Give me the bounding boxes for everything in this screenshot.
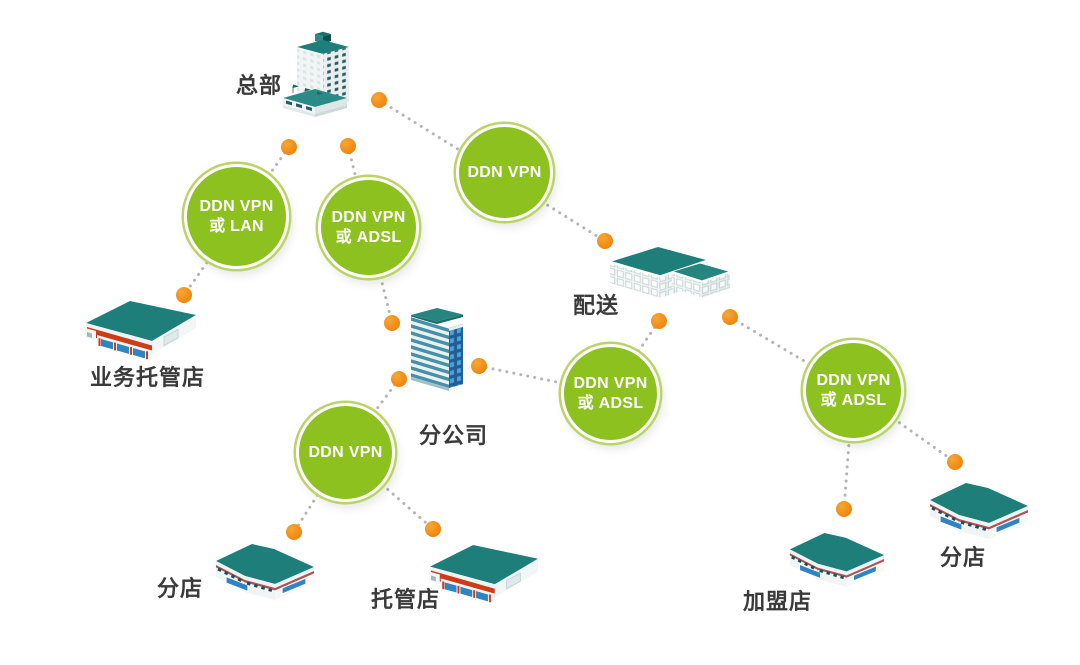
vpn-badge-distribution-stores: DDN VPN 或 ADSL [803, 340, 904, 441]
connector-dot-distribution-top [597, 233, 613, 249]
vpn-badge-line2: 或 LAN [209, 217, 264, 235]
connector-dot-branch-company-bottom [391, 371, 407, 387]
vpn-badge-line2: 或 ADSL [820, 391, 887, 409]
vpn-badge-branch-company-stores: DDN VPN [296, 403, 395, 502]
connector-dot-branch-store-right [947, 454, 963, 470]
vpn-badge-hq-distribution: DDN VPN [456, 124, 553, 221]
vpn-badge-line1: DDN VPN [573, 374, 648, 392]
vpn-badge-line2: 或 ADSL [335, 228, 402, 246]
franchise-store-building [786, 527, 888, 589]
business-hosted-store-building [84, 297, 198, 363]
franchise-store-label: 加盟店 [743, 589, 813, 614]
branch-company-label: 分公司 [419, 423, 489, 448]
connector-dot-hq-right [371, 92, 387, 108]
hosted-store-building [428, 541, 540, 606]
vpn-badge-line1: DDN VPN [199, 197, 274, 215]
vpn-badge-line1: DDN VPN [816, 371, 891, 389]
vpn-badge-line1: DDN VPN [331, 208, 406, 226]
hq-building [281, 30, 365, 134]
connector-dot-franchise-store [836, 501, 852, 517]
connector-dot-hq-bottom-left [281, 139, 297, 155]
connector-dot-business-hosted [176, 287, 192, 303]
vpn-badge-hq-branch-company: DDN VPN 或 ADSL [318, 177, 419, 278]
distribution-building [608, 241, 734, 316]
branch-store-left-building [212, 538, 318, 602]
vpn-badge-branch-company-distribution: DDN VPN 或 ADSL [561, 344, 660, 443]
connector-dot-branch-company-top [384, 315, 400, 331]
connector-dot-hq-bottom-right [340, 138, 356, 154]
distribution-label: 配送 [573, 293, 620, 318]
connector-dot-branch-company-right [471, 358, 487, 374]
branch-company-building [407, 302, 473, 404]
branch-store-right-building [926, 477, 1032, 541]
vpn-badge-line1: DDN VPN [308, 443, 383, 461]
business-hosted-store-label: 业务托管店 [90, 365, 206, 390]
vpn-badge-line2: 或 ADSL [577, 394, 644, 412]
vpn-badge-line1: DDN VPN [467, 163, 542, 181]
connector-dot-branch-store-left [286, 524, 302, 540]
branch-store-left-label: 分店 [157, 576, 204, 601]
branch-store-right-label: 分店 [940, 545, 987, 570]
connector-dot-distribution-bottom-left [651, 313, 667, 329]
hq-label: 总部 [236, 73, 283, 98]
connector-dot-hosted-store [425, 521, 441, 537]
connector-dot-distribution-bottom-right [722, 309, 738, 325]
vpn-badge-hq-business-hosted: DDN VPN 或 LAN [184, 164, 289, 269]
hosted-store-label: 托管店 [371, 587, 441, 612]
